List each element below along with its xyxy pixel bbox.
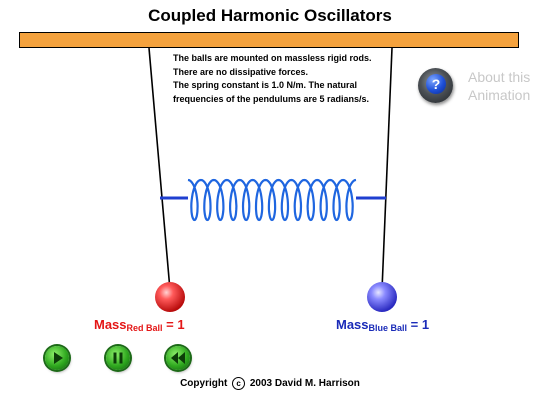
pause-button[interactable]	[106, 346, 130, 370]
note-line: The spring constant is 1.0 N/m. The natu…	[173, 80, 358, 90]
mass-prefix: Mass	[94, 317, 127, 332]
copyright-prefix: Copyright	[180, 378, 228, 390]
note-line: frequencies of the pendulums are 5 radia…	[173, 93, 370, 104]
help-icon-glyph: ?	[426, 74, 446, 94]
rewind-icon	[171, 352, 185, 364]
page-title: Coupled Harmonic Oscillators	[148, 6, 392, 25]
copyright-footer: Copyright c 2003 David M. Harrison	[0, 377, 540, 390]
note-line: The balls are mounted on massless rigid …	[173, 53, 372, 63]
play-button[interactable]	[45, 346, 69, 370]
mass-value: = 1	[410, 317, 430, 332]
red-ball[interactable]	[155, 282, 185, 312]
mass-subscript: Red Ball	[126, 323, 163, 333]
pause-icon	[113, 352, 123, 364]
mass-value: = 1	[166, 317, 185, 332]
left-pendulum-rod	[148, 47, 171, 291]
about-animation-button[interactable]: ? About this Animation	[418, 68, 534, 108]
play-icon	[54, 352, 63, 364]
right-pendulum-rod	[381, 47, 393, 291]
red-ball-mass-label: MassRed Ball = 1	[94, 317, 185, 333]
about-label-line2: Animation	[468, 87, 531, 103]
support-beam	[19, 32, 519, 48]
blue-ball-mass-label: MassBlue Ball = 1	[336, 317, 429, 333]
help-icon[interactable]: ?	[418, 68, 453, 103]
mass-prefix: Mass	[336, 317, 369, 332]
about-label-line1: About this	[468, 69, 531, 85]
coupling-spring	[187, 178, 357, 222]
copyright-text: 2003 David M. Harrison	[249, 378, 360, 390]
about-label[interactable]: About this Animation	[468, 68, 530, 104]
rewind-button[interactable]	[166, 346, 190, 370]
note-line: There are no dissipative forces.	[173, 66, 309, 77]
description-notes: The balls are mounted on massless rigid …	[173, 52, 393, 106]
mass-subscript: Blue Ball	[368, 323, 408, 333]
blue-ball[interactable]	[367, 282, 397, 312]
copyright-icon: c	[232, 377, 246, 390]
